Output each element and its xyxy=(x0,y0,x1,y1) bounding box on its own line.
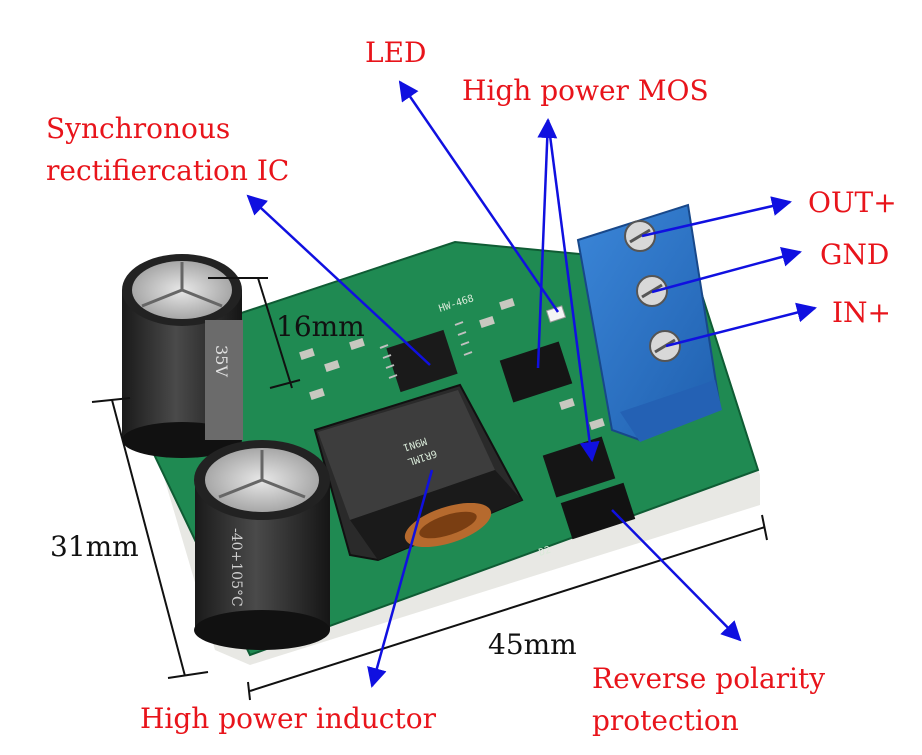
dim-45mm-right-tick xyxy=(761,514,768,541)
arrow-mos-2 xyxy=(546,119,600,462)
dim-45mm-line xyxy=(249,526,766,692)
arrow-sync-ic xyxy=(246,194,431,366)
dim-label-31mm: 31mm xyxy=(50,530,139,563)
dim-31mm-bottom-tick xyxy=(167,671,209,679)
capacitor-front: -40+105°C xyxy=(194,440,330,650)
arrow-gnd xyxy=(651,247,802,294)
dimension-lines xyxy=(91,277,768,701)
label-sync-ic-line2: rectifiercation IC xyxy=(46,154,289,187)
dim-31mm-line xyxy=(111,399,186,677)
dim-16mm-bottom-tick xyxy=(269,379,301,389)
dimension-labels: 16mm 31mm 45mm xyxy=(50,310,577,661)
arrow-out-plus xyxy=(641,196,792,238)
arrow-in-plus xyxy=(665,302,817,348)
label-sync-ic-line1: Synchronous xyxy=(46,112,230,145)
dim-label-45mm: 45mm xyxy=(488,628,577,661)
label-in-plus: IN+ xyxy=(832,296,891,329)
label-led: LED xyxy=(365,36,426,69)
label-reverse-line2: protection xyxy=(592,704,739,737)
dim-16mm-line xyxy=(257,277,293,389)
label-high-power-inductor: High power inductor xyxy=(140,702,437,735)
dim-label-16mm: 16mm xyxy=(276,310,365,343)
dim-45mm-left-tick xyxy=(247,681,251,701)
callout-arrows xyxy=(246,80,817,688)
arrow-inductor xyxy=(367,469,434,688)
dim-31mm-top-tick xyxy=(91,397,131,403)
cap-temp-label: -40+105°C xyxy=(228,528,244,607)
terminal-block xyxy=(576,203,722,442)
capacitor-back: 35V xyxy=(122,254,243,458)
callout-labels: LED High power MOS Synchronous rectifier… xyxy=(46,36,897,737)
arrow-led xyxy=(398,80,560,313)
label-reverse-line1: Reverse polarity xyxy=(592,662,825,695)
cap-voltage-label: 35V xyxy=(212,345,231,377)
sync-rectifier-ic xyxy=(379,321,473,393)
label-out-plus: OUT+ xyxy=(808,186,897,219)
arrow-mos-1 xyxy=(536,118,558,369)
inductor: 6R1ML M9N1 xyxy=(313,383,524,562)
diode-ref-silkscreen: D2 xyxy=(538,545,553,559)
arrow-reverse-polarity xyxy=(611,509,742,642)
label-gnd: GND xyxy=(820,238,889,271)
label-high-power-mos: High power MOS xyxy=(462,74,709,107)
